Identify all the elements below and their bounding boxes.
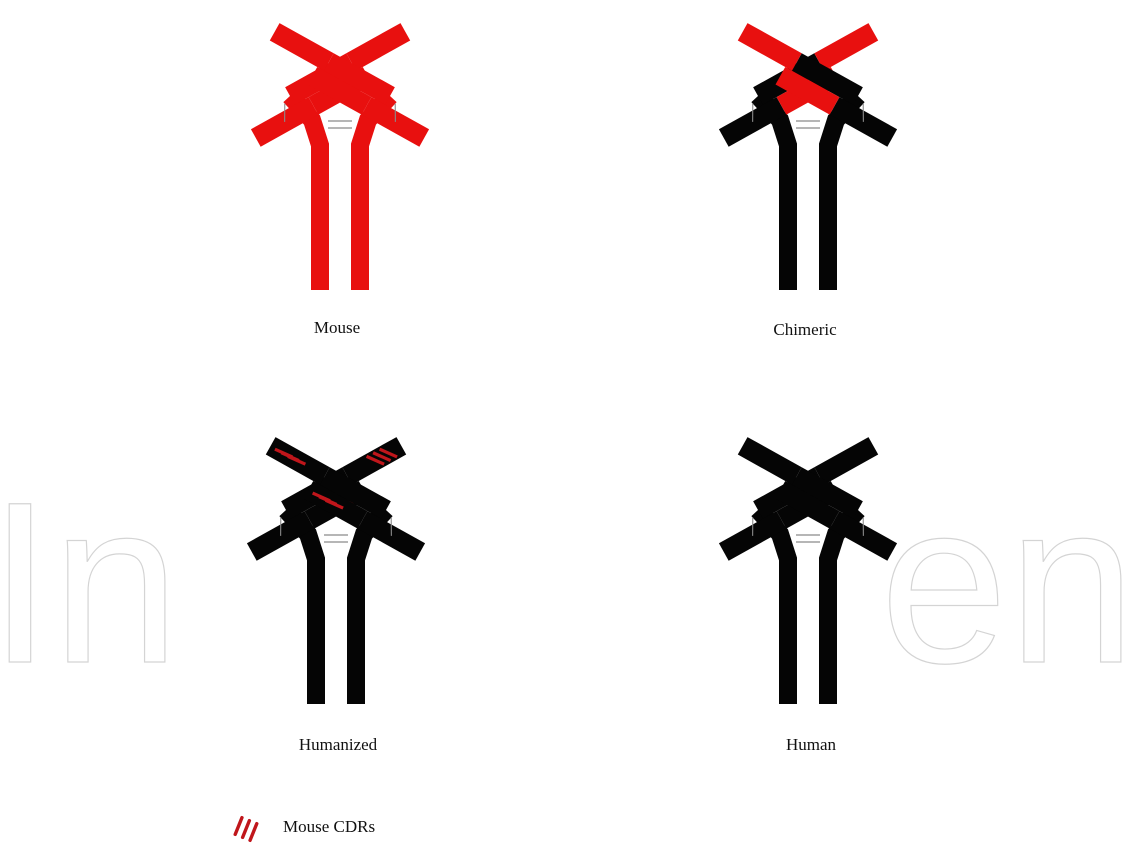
caption-human: Human xyxy=(786,735,837,754)
antibody-human xyxy=(724,446,892,704)
watermark-left: In xyxy=(0,454,180,711)
heavy-variable-left xyxy=(819,446,873,476)
antibody-humanized xyxy=(252,446,420,704)
antibody-mouse xyxy=(256,32,424,290)
caption-humanized: Humanized xyxy=(299,735,378,754)
caption-mouse: Mouse xyxy=(314,318,360,337)
heavy-variable-right xyxy=(743,446,797,476)
heavy-variable-left xyxy=(819,32,873,62)
heavy-variable-left xyxy=(351,32,405,62)
heavy-variable-right xyxy=(275,32,329,62)
mouse-cdr-stripes-icon xyxy=(235,818,257,841)
legend: Mouse CDRs xyxy=(235,817,375,840)
watermark-right: en xyxy=(880,454,1136,711)
legend-label: Mouse CDRs xyxy=(283,817,375,836)
heavy-variable-right xyxy=(743,32,797,62)
antibody-chimeric xyxy=(724,32,892,290)
caption-chimeric: Chimeric xyxy=(773,320,837,339)
